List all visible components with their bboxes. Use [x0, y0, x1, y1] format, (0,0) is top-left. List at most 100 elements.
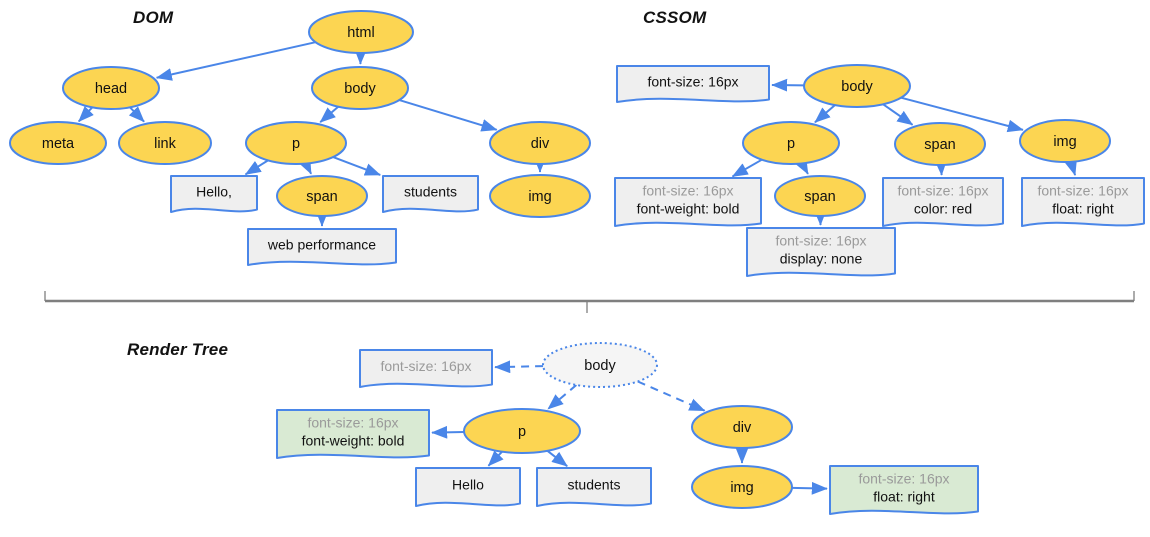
dom-node-img[interactable]: img	[489, 174, 591, 218]
render-ellipse-div	[691, 405, 793, 449]
cssom-node-box_p[interactable]: font-size: 16px font-weight: bold	[614, 177, 762, 227]
render-ellipse-img	[691, 465, 793, 509]
dom-ellipse-img	[489, 174, 591, 218]
render-node-box_body[interactable]: font-size: 16px	[359, 349, 493, 388]
render-node-box_p[interactable]: font-size: 16px font-weight: bold	[276, 409, 430, 459]
render-docshape-box_img	[829, 465, 979, 515]
render-node-div[interactable]: div	[691, 405, 793, 449]
cssom-ellipse-p	[742, 121, 840, 165]
dom-label-div: div	[531, 136, 550, 152]
cssom-ellipse-img	[1019, 119, 1111, 163]
cssom-text-box_span-1: color: red	[914, 201, 972, 217]
render-label-p: p	[518, 424, 526, 440]
cssom-text-box_span-0: font-size: 16px	[897, 183, 988, 199]
dom-ellipse-head	[62, 66, 160, 110]
cssom-node-p[interactable]: p	[742, 121, 840, 165]
dom-label-body: body	[344, 81, 376, 97]
cssom-node-span[interactable]: span	[894, 122, 986, 166]
render-ellipse-body	[542, 342, 658, 388]
cssom-label-img: img	[1053, 134, 1076, 150]
cssom-text-box_img-0: font-size: 16px	[1037, 183, 1128, 199]
dom-node-link[interactable]: link	[118, 121, 212, 165]
cssom-docshape-box_img	[1021, 177, 1145, 227]
cssom-node-box_span[interactable]: font-size: 16px color: red	[882, 177, 1004, 227]
cssom-node-body[interactable]: body	[803, 64, 911, 108]
dom-label-meta: meta	[42, 136, 75, 152]
dom-label-link: link	[154, 136, 177, 152]
dom-ellipse-p	[245, 121, 347, 165]
dom-node-students[interactable]: students	[382, 175, 479, 213]
dom-label-span: span	[306, 189, 337, 205]
dom-ellipse-meta	[9, 121, 107, 165]
render-text-students-0: students	[568, 477, 621, 493]
render-node-img[interactable]: img	[691, 465, 793, 509]
dom-ellipse-div	[489, 121, 591, 165]
dom-node-webperf[interactable]: web performance	[247, 228, 397, 266]
cssom-node-span2[interactable]: span	[774, 175, 866, 217]
section-title-cssom: CSSOM	[643, 8, 707, 27]
dom-text-students-0: students	[404, 184, 457, 200]
dom-label-html: html	[347, 25, 374, 41]
cssom-docshape-box_span2	[746, 227, 896, 277]
dom-label-head: head	[95, 81, 127, 97]
cssom-node-img[interactable]: img	[1019, 119, 1111, 163]
dom-node-hello[interactable]: Hello,	[170, 175, 258, 213]
cssom-text-box_p-1: font-weight: bold	[637, 201, 740, 217]
dom-label-img: img	[528, 189, 551, 205]
dom-node-div[interactable]: div	[489, 121, 591, 165]
cssom-label-span: span	[924, 137, 955, 153]
dom-ellipse-span	[276, 175, 368, 217]
cssom-text-box_span2-1: display: none	[780, 251, 863, 267]
dom-text-webperf-0: web performance	[267, 237, 376, 253]
render-text-box_img-1: float: right	[873, 489, 935, 505]
dom-node-span[interactable]: span	[276, 175, 368, 217]
render-label-img: img	[730, 480, 753, 496]
render-node-students[interactable]: students	[536, 467, 652, 507]
cssom-docshape-box_span	[882, 177, 1004, 227]
dom-docshape-hello	[170, 175, 258, 213]
dom-node-meta[interactable]: meta	[9, 121, 107, 165]
dom-ellipse-link	[118, 121, 212, 165]
dom-text-hello-0: Hello,	[196, 184, 232, 200]
render-label-div: div	[733, 420, 752, 436]
render-docshape-students	[536, 467, 652, 507]
dom-node-html[interactable]: html	[308, 10, 414, 54]
render-docshape-box_body	[359, 349, 493, 388]
cssom-docshape-box_body	[616, 65, 770, 103]
dom-ellipse-body	[311, 66, 409, 110]
dom-node-head[interactable]: head	[62, 66, 160, 110]
render-node-hello[interactable]: Hello	[415, 467, 521, 507]
dom-docshape-webperf	[247, 228, 397, 266]
cssom-docshape-box_p	[614, 177, 762, 227]
cssom-ellipse-span2	[774, 175, 866, 217]
render-text-box_p-0: font-size: 16px	[307, 415, 398, 431]
cssom-label-body: body	[841, 79, 873, 95]
render-node-body[interactable]: body	[542, 342, 658, 388]
cssom-text-box_body-0: font-size: 16px	[647, 74, 738, 90]
dom-ellipse-html	[308, 10, 414, 54]
section-title-dom: DOM	[133, 8, 174, 27]
dom-label-p: p	[292, 136, 300, 152]
render-text-box_p-1: font-weight: bold	[302, 433, 405, 449]
section-title-render-tree: Render Tree	[127, 340, 229, 359]
cssom-node-box_span2[interactable]: font-size: 16px display: none	[746, 227, 896, 277]
cssom-text-box_p-0: font-size: 16px	[642, 183, 733, 199]
cssom-node-box_body[interactable]: font-size: 16px	[616, 65, 770, 103]
render-text-hello-0: Hello	[452, 477, 484, 493]
dom-docshape-students	[382, 175, 479, 213]
cssom-ellipse-body	[803, 64, 911, 108]
dom-node-body[interactable]: body	[311, 66, 409, 110]
cssom-label-p: p	[787, 136, 795, 152]
render-ellipse-p	[463, 408, 581, 454]
dom-node-p[interactable]: p	[245, 121, 347, 165]
render-docshape-box_p	[276, 409, 430, 459]
render-text-box_body-0: font-size: 16px	[380, 358, 471, 374]
render-label-body: body	[584, 358, 616, 374]
cssom-text-box_span2-0: font-size: 16px	[775, 233, 866, 249]
render-node-p[interactable]: p	[463, 408, 581, 454]
